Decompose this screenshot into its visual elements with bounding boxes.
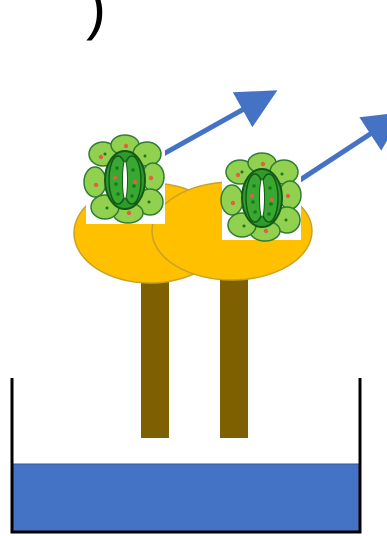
stem-left xyxy=(141,270,169,438)
stomata-cells-icon xyxy=(84,135,165,224)
stomata-cells-icon xyxy=(221,153,301,241)
arrow-icon xyxy=(158,100,260,157)
water xyxy=(12,464,360,532)
arrow-icon xyxy=(300,123,387,180)
water-container xyxy=(12,378,360,532)
stem-right xyxy=(220,270,248,438)
